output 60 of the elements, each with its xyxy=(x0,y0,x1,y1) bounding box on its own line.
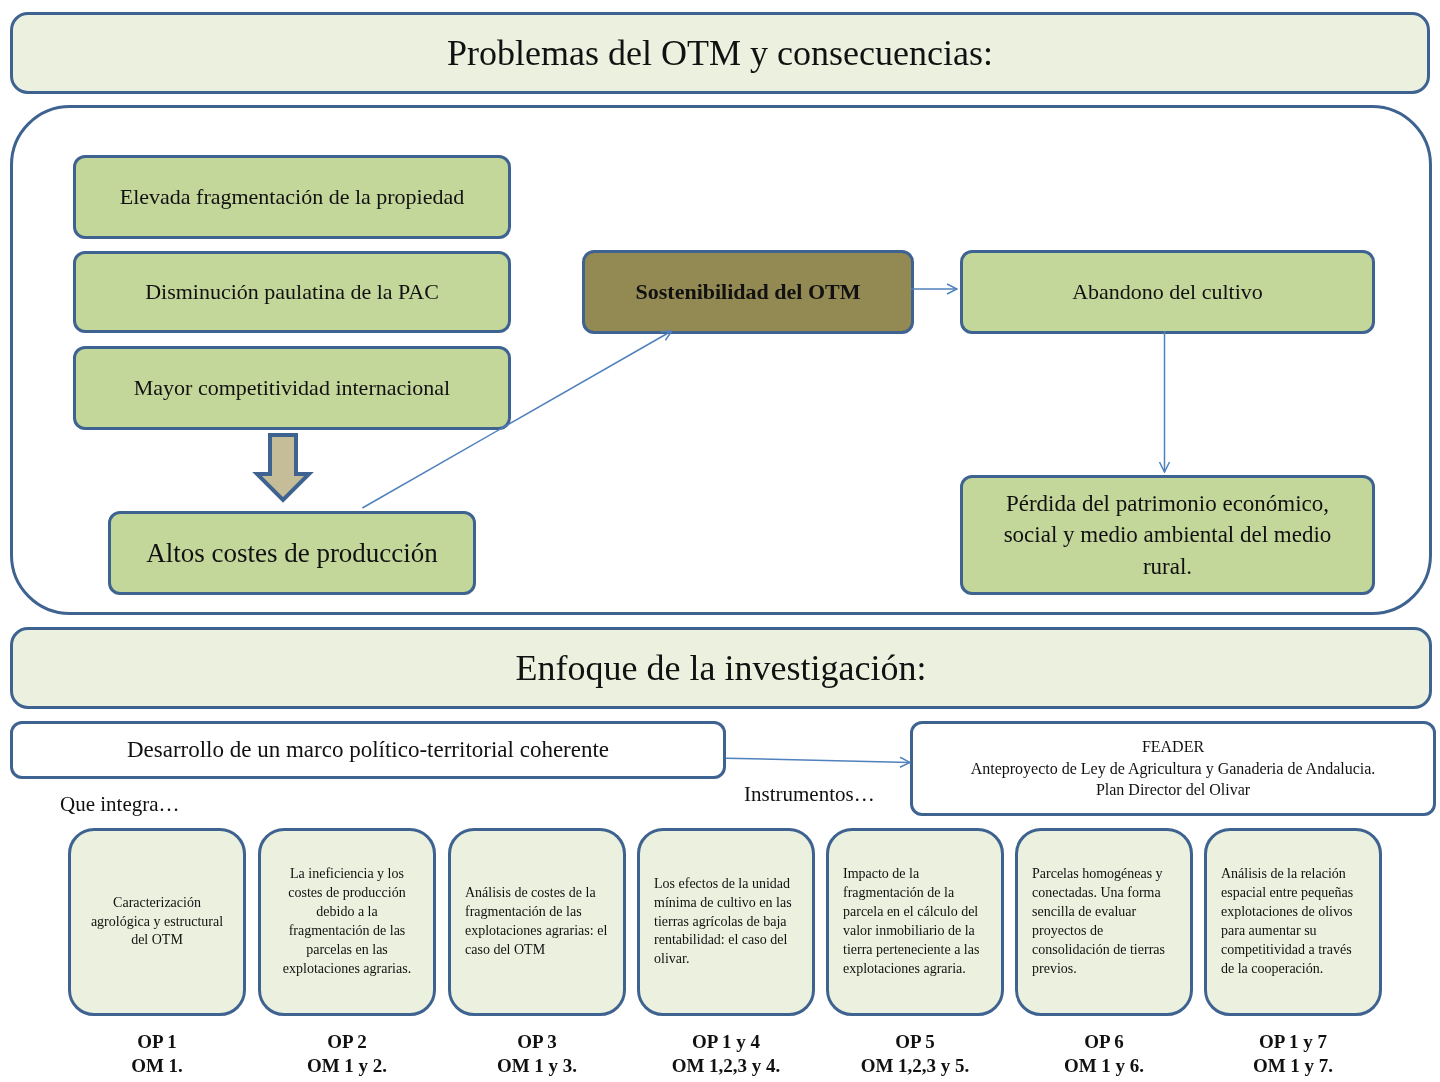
node-text: Mayor competitividad internacional xyxy=(132,374,452,403)
objective-code: OP 2 xyxy=(326,1030,368,1053)
objective-code: OP 1 y 7 xyxy=(1257,1030,1329,1053)
container-panel xyxy=(10,105,1432,615)
process-box xyxy=(1204,828,1382,1016)
node-text: Parcelas homogéneas y conectadas. Una forma sencilla de evaluar proyectos de consolidación de tierras previos. xyxy=(1032,865,1166,978)
process-box xyxy=(68,828,246,1016)
node-text: Los efectos de la unidad mínima de cultivo en las tierras agrícolas de baja rentabilidad: el caso del olivar. xyxy=(654,874,793,969)
title-band xyxy=(10,12,1430,94)
node-text: Desarrollo de un marco político-territorial coherente xyxy=(125,736,611,765)
objective-code: OM 1 y 7. xyxy=(1251,1054,1335,1077)
node-text: Análisis de la relación espacial entre pequeñas explotaciones de olivos para aumentar su competitividad a través de la cooperación. xyxy=(1221,865,1355,978)
process-box xyxy=(582,250,914,334)
node-text: Problemas del OTM y consecuencias: xyxy=(446,31,994,75)
node-text: Elevada fragmentación de la propiedad xyxy=(118,183,466,212)
arrow xyxy=(725,756,911,768)
objective-code: OM 1,2,3 y 4. xyxy=(670,1054,782,1077)
objective-code: OP 1 xyxy=(136,1030,178,1053)
process-box xyxy=(108,511,476,595)
objective-code: OM 1 y 2. xyxy=(305,1054,389,1077)
node-text: La ineficiencia y los costes de producción debido a la fragmentación de las parcelas en las explotaciones agrarias. xyxy=(281,865,413,978)
process-box xyxy=(960,475,1375,595)
node-text: Anteproyecto de Ley de Agricultura y Ganaderia de Andalucia. xyxy=(969,758,1377,780)
note-text: Que integra… xyxy=(60,792,180,817)
node-text: Análisis de costes de la fragmentación de las explotaciones agrarias: el caso del OTM xyxy=(465,884,609,959)
arrow xyxy=(361,330,673,509)
node-text: Plan Director del Olivar xyxy=(1094,780,1252,801)
node-text: FEADER xyxy=(1140,737,1206,758)
node-text: Abandono del cultivo xyxy=(1071,278,1264,307)
node-text: Disminución paulatina de la PAC xyxy=(144,278,440,307)
note-text: Instrumentos… xyxy=(744,782,875,807)
title-band xyxy=(10,627,1432,709)
objective-code: OP 1 y 4 xyxy=(690,1030,762,1053)
process-box xyxy=(258,828,436,1016)
node-text: Pérdida del patrimonio económico, social y medio ambiental del medio rural. xyxy=(1002,490,1333,581)
node-text: Sostenibilidad del OTM xyxy=(634,278,862,307)
objective-code: OM 1 y 6. xyxy=(1062,1054,1146,1077)
node-text: Impacto de la fragmentación de la parcela en el cálculo del valor inmobiliario de la tierra perteneciente a las explotaciones agraria. xyxy=(843,865,981,978)
process-box xyxy=(1015,828,1193,1016)
process-box xyxy=(637,828,815,1016)
process-box xyxy=(448,828,626,1016)
node-text: Enfoque de la investigación: xyxy=(514,646,928,690)
process-box xyxy=(73,346,511,430)
objective-code: OP 5 xyxy=(894,1030,936,1053)
process-box xyxy=(10,721,726,779)
objective-code: OP 6 xyxy=(1083,1030,1125,1053)
objective-code: OM 1. xyxy=(130,1054,184,1077)
objective-code: OP 3 xyxy=(516,1030,558,1053)
objective-code: OM 1 y 3. xyxy=(495,1054,579,1077)
arrow xyxy=(1158,330,1171,473)
process-box xyxy=(826,828,1004,1016)
process-box xyxy=(910,721,1436,816)
node-text: Altos costes de producción xyxy=(145,536,439,570)
arrow xyxy=(910,283,958,295)
objective-code: OM 1,2,3 y 5. xyxy=(859,1054,971,1077)
node-text: Caracterización agrológica y estructural del OTM xyxy=(89,893,225,950)
block-arrow xyxy=(252,433,314,503)
process-box xyxy=(73,251,511,333)
process-box xyxy=(960,250,1375,334)
process-box xyxy=(73,155,511,239)
